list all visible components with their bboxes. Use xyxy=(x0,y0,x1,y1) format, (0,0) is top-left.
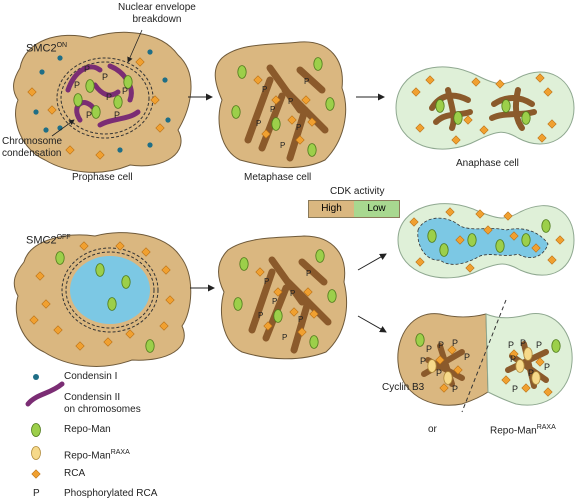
svg-text:P: P xyxy=(86,110,92,120)
smc2-off-sup: OFF xyxy=(56,234,71,241)
svg-text:P: P xyxy=(298,315,303,324)
smc2-on-label: SMC2ON xyxy=(26,40,67,55)
svg-text:P: P xyxy=(438,340,444,350)
repo-man-raxa-icon xyxy=(31,446,41,460)
cyclin-b3-label: Cyclin B3 xyxy=(382,382,425,393)
svg-text:P: P xyxy=(464,352,470,362)
or-label: or xyxy=(428,424,437,435)
cdk-low: Low xyxy=(354,201,399,217)
svg-text:P: P xyxy=(528,368,534,378)
svg-text:P: P xyxy=(74,80,80,90)
legend-label-repo-man: Repo-Man xyxy=(64,424,111,436)
cdk-activity-label: CDK activity xyxy=(330,186,385,197)
split-divider xyxy=(461,299,507,413)
cdk-activity-bar: High Low xyxy=(308,200,400,218)
svg-text:P: P xyxy=(544,362,550,372)
smc2-off-text: SMC2 xyxy=(26,234,57,247)
svg-text:P: P xyxy=(426,344,432,354)
smc2-on-text: SMC2 xyxy=(26,42,57,55)
metaphase-chromosomes-top xyxy=(244,64,329,162)
svg-text:P: P xyxy=(280,141,285,150)
legend-label-phosphorylated-rca: Phosphorylated RCA xyxy=(64,488,157,500)
svg-text:P: P xyxy=(296,123,301,132)
prophase-cell xyxy=(13,31,192,173)
legend-label-repo-man-raxa: Repo-ManRAXA xyxy=(64,447,130,462)
repo-man-raxa-sup: RAXA xyxy=(536,424,556,431)
svg-text:P: P xyxy=(258,311,263,320)
svg-text:P: P xyxy=(520,338,526,348)
condensation-pointer xyxy=(51,119,75,137)
smc2-off-label: SMC2OFF xyxy=(26,232,71,247)
phosphorylated-p-icon: P xyxy=(33,488,40,499)
prophase-chromosomes xyxy=(65,63,141,128)
legend-label-condensin-ii: Condensin II on chromosomes xyxy=(64,392,141,415)
prophase-cell-label: Prophase cell xyxy=(72,172,133,183)
svg-text:P: P xyxy=(420,356,426,366)
svg-text:P: P xyxy=(114,110,120,120)
condensin-ii-chromosome-icon xyxy=(25,381,65,407)
svg-text:P: P xyxy=(122,86,128,96)
svg-text:P: P xyxy=(508,340,514,350)
arrow-metaphase-to-off-anaphase xyxy=(357,253,387,271)
legend-icons xyxy=(25,374,65,479)
repo-man-icon xyxy=(31,423,41,437)
legend-text-2: Repo-Man xyxy=(64,424,111,435)
svg-text:P: P xyxy=(452,384,458,394)
legend-text-3: Repo-Man xyxy=(64,450,111,462)
svg-text:P: P xyxy=(510,354,516,364)
legend-label-condensin-i: Condensin I xyxy=(64,371,117,383)
smc2-off-nucleus xyxy=(70,256,150,324)
svg-text:P: P xyxy=(106,92,112,102)
svg-text:P: P xyxy=(270,105,275,114)
svg-text:P: P xyxy=(282,333,287,342)
rca-diamond-icon xyxy=(31,469,41,479)
svg-text:P: P xyxy=(512,384,518,394)
anaphase-cell-label: Anaphase cell xyxy=(456,158,519,169)
svg-text:P: P xyxy=(306,269,311,278)
svg-text:P: P xyxy=(288,97,293,106)
svg-text:P: P xyxy=(536,340,542,350)
svg-text:P: P xyxy=(436,368,442,378)
svg-text:P: P xyxy=(102,72,108,82)
repo-man-raxa-label: Repo-ManRAXA xyxy=(490,422,556,437)
chromosome-condensation-label: Chromosome condensation xyxy=(2,136,63,159)
svg-text:P: P xyxy=(452,338,458,348)
metaphase-cell-label: Metaphase cell xyxy=(244,172,312,183)
arrow-metaphase-to-split xyxy=(357,315,387,333)
repo-man-raxa-text: Repo-Man xyxy=(490,425,537,437)
svg-text:P: P xyxy=(304,77,309,86)
anaphase-cell xyxy=(395,66,575,150)
svg-text:P: P xyxy=(272,297,277,306)
nuclear-envelope-pointer xyxy=(127,29,143,63)
smc2-off-anaphase-chromatin xyxy=(417,217,549,265)
svg-text:P: P xyxy=(262,85,267,94)
legend-text-5: Phosphorylated RCA xyxy=(64,488,158,499)
legend-label-rca: RCA xyxy=(64,468,85,480)
legend-sup-3: RAXA xyxy=(110,449,130,456)
anaphase-chromosomes xyxy=(429,87,537,131)
svg-text:P: P xyxy=(84,64,90,74)
cdk-high: High xyxy=(309,201,354,217)
nuclear-envelope-label: Nuclear envelope breakdown xyxy=(118,2,196,25)
legend-text-4: RCA xyxy=(64,468,86,479)
metaphase-chromosomes-bottom xyxy=(248,256,332,354)
condensin-i-dot-icon xyxy=(33,374,39,380)
svg-text:P: P xyxy=(264,277,269,286)
legend-text-0: Condensin I xyxy=(64,371,118,382)
smc2-on-sup: ON xyxy=(56,42,68,49)
svg-text:P: P xyxy=(290,289,295,298)
svg-text:P: P xyxy=(256,119,261,128)
